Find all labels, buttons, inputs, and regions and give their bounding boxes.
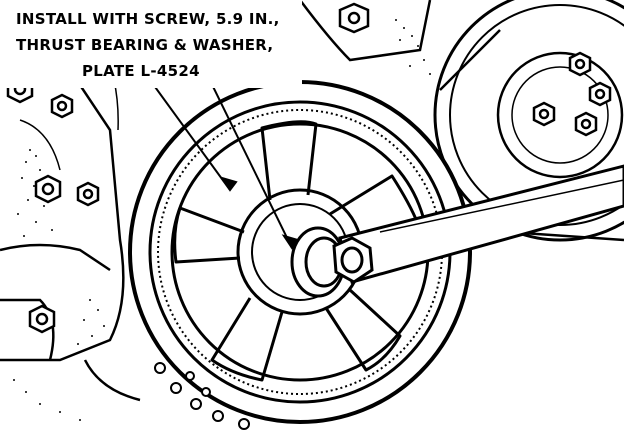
upper-cover [299, 0, 432, 62]
block-bolts [6, 74, 100, 334]
callout-leaders [149, 59, 300, 250]
caption-line-2: THRUST BEARING & WASHER, [16, 36, 273, 54]
damper-timing-holes [154, 362, 250, 430]
bolt-3 [34, 174, 62, 204]
damper-spokes [173, 120, 420, 382]
bolt-4 [76, 181, 100, 207]
bolt-2 [50, 93, 74, 119]
bolt-5 [28, 304, 56, 334]
pump-bolts [532, 51, 612, 137]
installer-nut [332, 236, 374, 284]
caption-backdrop [0, 0, 302, 88]
caption-line-3: PLATE L-4524 [82, 62, 200, 80]
block-shading [13, 149, 105, 421]
cover-shading [395, 19, 431, 75]
caption-line-1: INSTALL WITH SCREW, 5.9 IN., [16, 10, 280, 28]
